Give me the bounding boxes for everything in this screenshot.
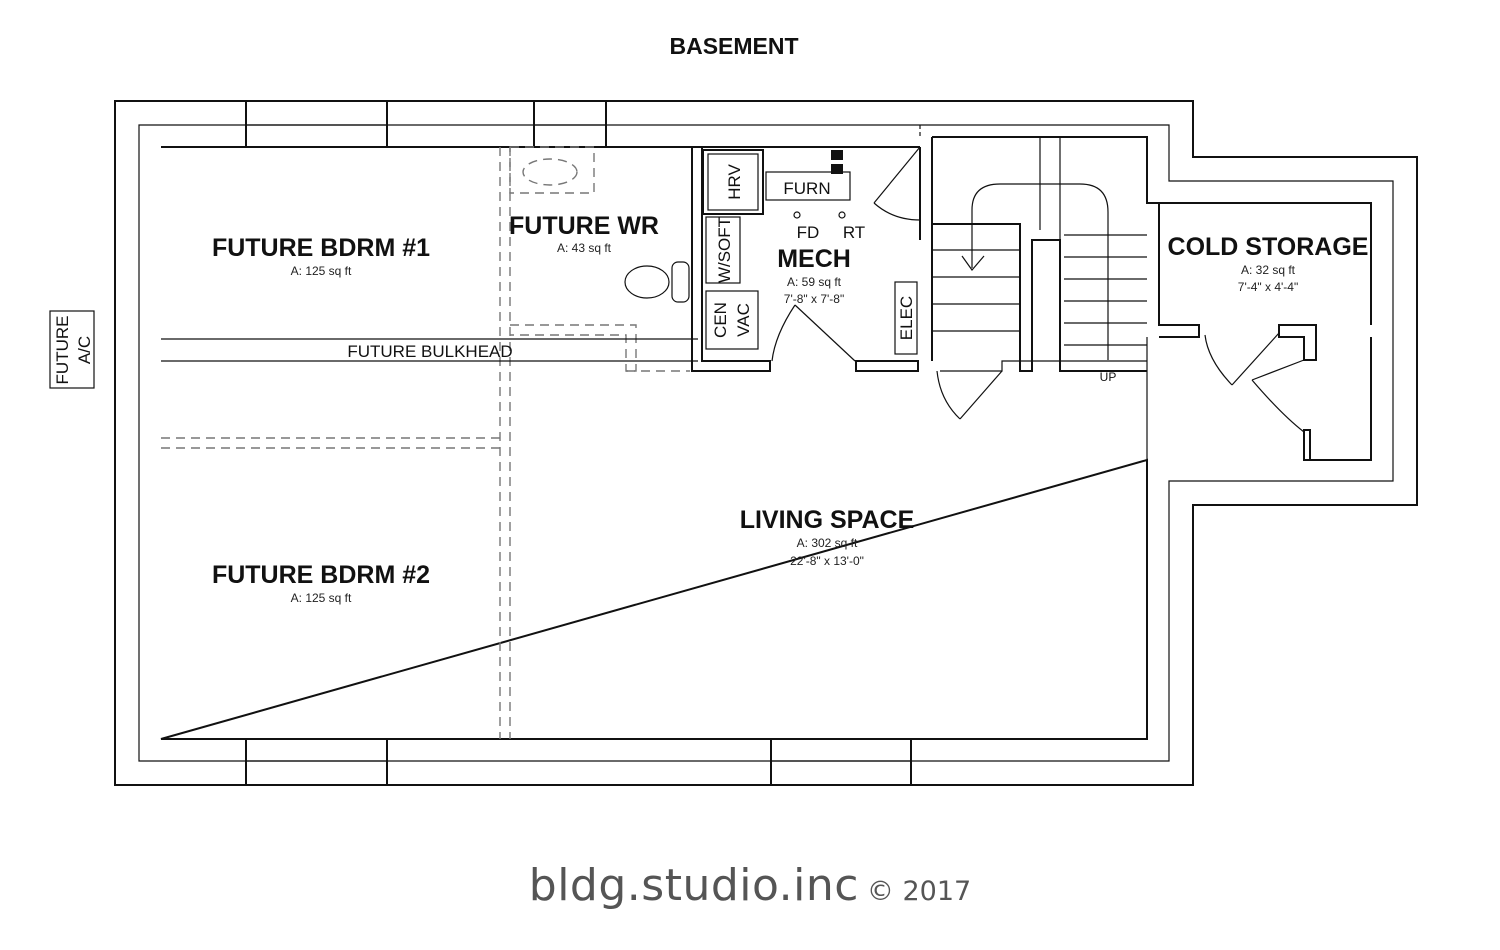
copyright: © 2017 — [866, 876, 972, 907]
bulkhead — [161, 338, 698, 362]
stair-up-label: UP — [1100, 370, 1117, 384]
furnace-label: FURN — [783, 179, 830, 198]
room-area-mech: A: 59 sq ft — [787, 275, 842, 289]
stair-door — [873, 146, 921, 221]
central-vac-label-line2: VAC — [734, 303, 753, 337]
mech-door — [771, 304, 856, 362]
future-partitions — [161, 146, 690, 739]
electrical-panel-label: ELEC — [897, 296, 916, 340]
stairs — [932, 137, 1147, 372]
room-area-living: A: 302 sq ft — [797, 536, 858, 550]
room-name-bdrm2: FUTURE BDRM #2 — [212, 561, 430, 589]
room-area-cold-storage: A: 32 sq ft — [1241, 263, 1296, 277]
room-name-living: LIVING SPACE — [740, 506, 915, 534]
room-area-bdrm2: A: 125 sq ft — [291, 591, 352, 605]
room-name-bdrm1: FUTURE BDRM #1 — [212, 234, 430, 262]
cold-storage — [1158, 203, 1317, 461]
room-dims-cold-storage: 7'-4" x 4'-4" — [1238, 280, 1298, 294]
room-area-bdrm1: A: 125 sq ft — [291, 264, 352, 278]
ac-label-line2: A/C — [75, 336, 94, 364]
room-dims-mech: 7'-8" x 7'-8" — [784, 292, 844, 306]
plan-title: BASEMENT — [669, 33, 798, 59]
equipment — [702, 149, 918, 355]
hrv-label: HRV — [725, 164, 744, 200]
floor-drain-shower-icon — [522, 158, 578, 186]
room-area-wr: A: 43 sq ft — [557, 241, 612, 255]
room-name-mech: MECH — [777, 245, 851, 273]
room-name-wr: FUTURE WR — [509, 212, 659, 240]
bulkhead-label: FUTURE BULKHEAD — [347, 342, 512, 361]
water-softener-label: W/SOFT — [715, 217, 734, 283]
toilet-icon — [624, 261, 690, 303]
rough-in-label: RT — [843, 223, 865, 242]
future-ac-box — [49, 310, 95, 389]
room-name-cold-storage: COLD STORAGE — [1168, 233, 1369, 261]
footer: bldg.studio.inc© 2017 — [0, 860, 1500, 911]
floor-drain-label: FD — [797, 223, 820, 242]
room-dims-living: 22'-8" x 13'-0" — [790, 554, 864, 568]
central-vac-label-line1: CEN — [711, 302, 730, 338]
brand-name: bldg.studio.inc — [528, 860, 859, 911]
windows — [245, 100, 912, 786]
stair-exit-door — [936, 370, 1003, 420]
ac-label-line1: FUTURE — [53, 316, 72, 385]
mech-room-walls — [691, 125, 933, 372]
exterior-walls — [114, 100, 1418, 786]
